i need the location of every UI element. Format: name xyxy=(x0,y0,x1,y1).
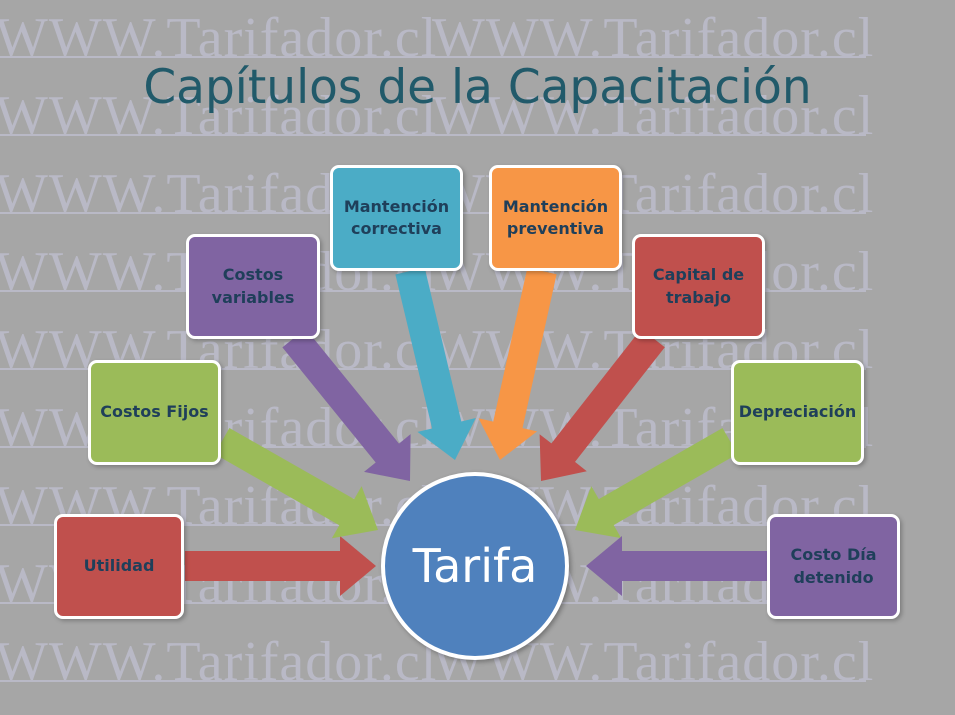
node-label: Utilidad xyxy=(83,556,155,576)
arrow-costos-fijos xyxy=(214,428,378,539)
watermark-underline xyxy=(0,290,866,292)
node-mantencion-preventiva: Mantención preventiva xyxy=(489,165,622,271)
node-label: Mantención preventiva xyxy=(502,196,609,238)
node-label: Depreciación xyxy=(738,402,857,422)
node-label: Capital de trabajo xyxy=(652,265,745,307)
watermark-underline xyxy=(0,134,866,136)
arrow-costo-dia-detenido xyxy=(586,536,767,596)
arrow-depreciacion xyxy=(575,428,738,539)
node-depreciacion: Depreciación xyxy=(731,360,864,465)
watermark-underline xyxy=(0,56,866,58)
node-label: Costos Fijos xyxy=(100,402,209,422)
arrow-costos-variables xyxy=(282,328,411,481)
node-label: Costo Día detenido xyxy=(790,545,877,587)
node-mantencion-correctiva: Mantención correctiva xyxy=(330,165,463,271)
watermark-underline xyxy=(0,680,866,682)
node-costos-fijos: Costos Fijos xyxy=(88,360,221,465)
center-label: Tarifa xyxy=(412,539,538,593)
slide-title: Capítulos de la Capacitación xyxy=(143,60,812,115)
arrow-utilidad xyxy=(185,536,376,596)
watermark-underline xyxy=(0,446,866,448)
arrow-mantencion-correctiva xyxy=(395,267,476,460)
center-node-tarifa: Tarifa xyxy=(381,472,569,660)
node-costo-dia-detenido: Costo Día detenido xyxy=(767,514,900,619)
node-capital-de-trabajo: Capital de trabajo xyxy=(632,234,765,339)
arrow-mantencion-preventiva xyxy=(478,267,557,460)
node-label: Mantención correctiva xyxy=(343,196,450,238)
arrow-capital-de-trabajo xyxy=(539,328,665,481)
node-costos-variables: Costos variables xyxy=(186,234,320,339)
node-label: Costos variables xyxy=(211,265,295,307)
node-utilidad: Utilidad xyxy=(54,514,184,619)
